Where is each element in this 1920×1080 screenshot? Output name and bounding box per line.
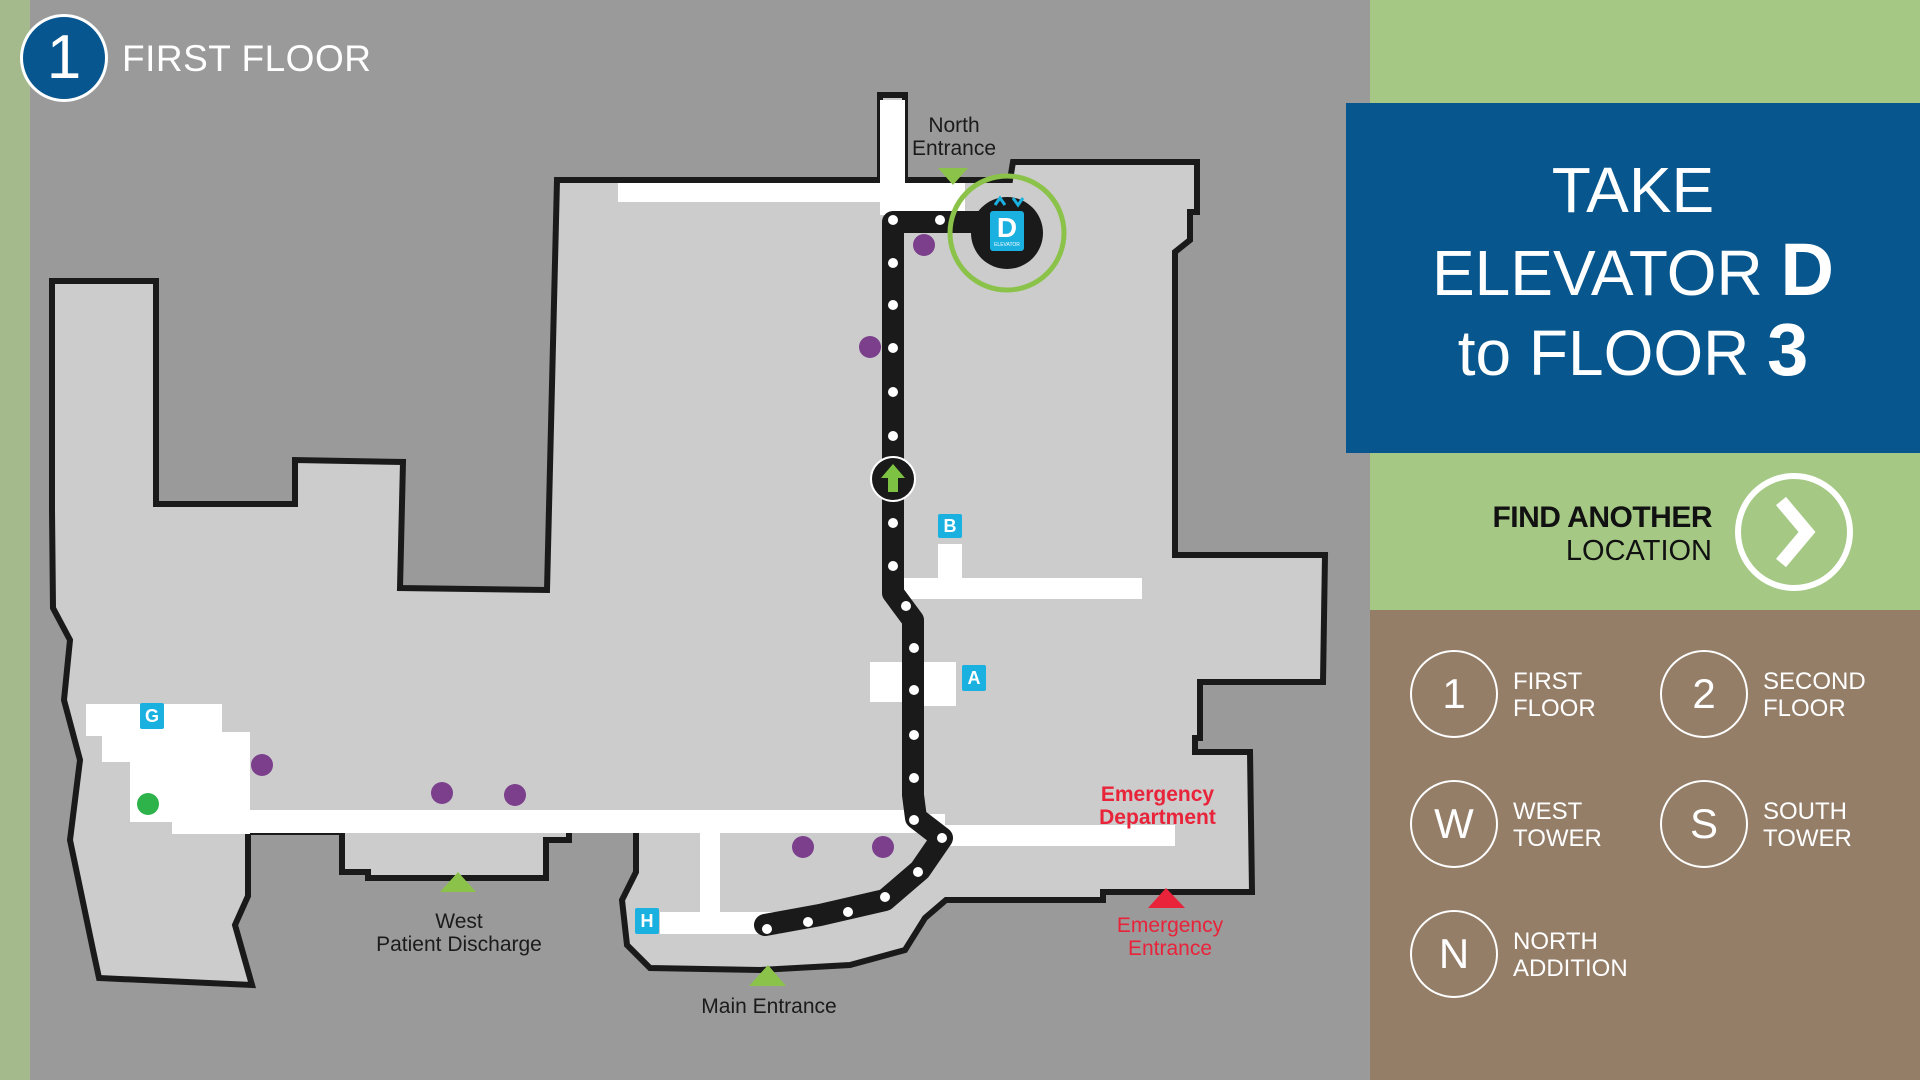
menu-item-second-floor[interactable]: 2 SECOND FLOOR (1620, 610, 1880, 738)
menu-item-first-floor[interactable]: 1 FIRST FLOOR (1370, 610, 1630, 738)
elevator-a-letter: A (967, 668, 981, 688)
menu-item-west-tower[interactable]: W WEST TOWER (1370, 740, 1630, 868)
emergency-department-label: Emergency Department (1099, 783, 1216, 829)
menu-symbol: N (1410, 910, 1498, 998)
elevator-icons (140, 514, 986, 934)
floor-menu: 1 FIRST FLOOR 2 SECOND FLOOR W WEST TOWE… (1370, 610, 1920, 1080)
north-entrance-label: North Entrance (911, 114, 997, 160)
menu-symbol: S (1660, 780, 1748, 868)
atm-icon (137, 793, 159, 815)
find-another-subtitle: LOCATION (1565, 535, 1712, 567)
floor-title: FIRST FLOOR (122, 38, 372, 79)
west-patient-discharge-label: West Patient Discharge (376, 910, 542, 956)
west-discharge-marker (440, 872, 476, 892)
menu-label: FIRST FLOOR (1513, 668, 1596, 722)
emergency-entrance-label: Emergency Entrance (1116, 914, 1224, 960)
instruction-line-1: TAKE (1551, 154, 1715, 226)
main-entrance-label: Main Entrance (701, 995, 837, 1018)
floor-number-badge: 1 (20, 14, 108, 102)
menu-label: SOUTH TOWER (1763, 798, 1852, 852)
elevator-h-letter: H (640, 911, 654, 931)
north-entrance-marker (938, 168, 968, 185)
building-floor-outline (49, 92, 1329, 989)
menu-label: SECOND FLOOR (1763, 668, 1866, 722)
right-panel: TAKE ELEVATOR D to FLOOR 3 FIND ANOTHER … (1346, 0, 1920, 1080)
find-another-title: FIND ANOTHER (1492, 501, 1712, 534)
route-dots (762, 215, 947, 934)
emergency-entrance-marker (1148, 888, 1185, 908)
route-instruction: TAKE ELEVATOR D to FLOOR 3 (1346, 103, 1920, 453)
menu-item-north-addition[interactable]: N NORTH ADDITION (1370, 870, 1630, 998)
elevator-g-letter: G (144, 706, 159, 726)
chevron-right-icon[interactable] (1735, 473, 1853, 591)
menu-symbol: W (1410, 780, 1498, 868)
menu-label: WEST TOWER (1513, 798, 1602, 852)
elevator-d-caption: ELEVATOR (994, 242, 1020, 248)
destination-elevator-d (947, 173, 1067, 293)
menu-label: NORTH ADDITION (1513, 928, 1628, 982)
main-entrance-marker (749, 965, 786, 986)
restroom-icons (251, 234, 935, 858)
elevator-d-letter: D (996, 212, 1018, 243)
instruction-line-3: to FLOOR 3 (1457, 308, 1809, 391)
left-border-strip (0, 0, 30, 1080)
elevator-b-letter: B (943, 516, 957, 536)
menu-symbol: 2 (1660, 650, 1748, 738)
menu-symbol: 1 (1410, 650, 1498, 738)
panel-top-band (1370, 0, 1920, 103)
instruction-line-2: ELEVATOR D (1431, 228, 1834, 311)
you-are-here-icon (870, 456, 916, 502)
find-another-location-button[interactable]: FIND ANOTHER LOCATION (1370, 453, 1920, 610)
menu-item-south-tower[interactable]: S SOUTH TOWER (1620, 740, 1880, 868)
